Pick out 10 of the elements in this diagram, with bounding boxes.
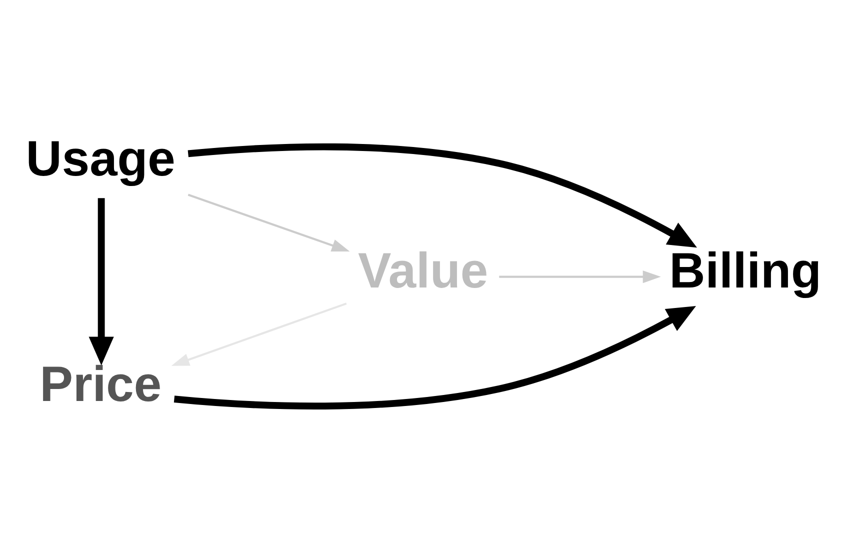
node-text: Value <box>358 242 488 298</box>
arrow <box>188 193 350 252</box>
arrow <box>88 198 114 365</box>
node-text: Usage <box>26 130 176 186</box>
node-text: Price <box>40 356 162 412</box>
arrow <box>174 306 696 409</box>
arrow <box>188 142 697 248</box>
node-text: Billing <box>669 242 822 298</box>
arrow <box>171 302 347 366</box>
arrow <box>499 270 661 283</box>
